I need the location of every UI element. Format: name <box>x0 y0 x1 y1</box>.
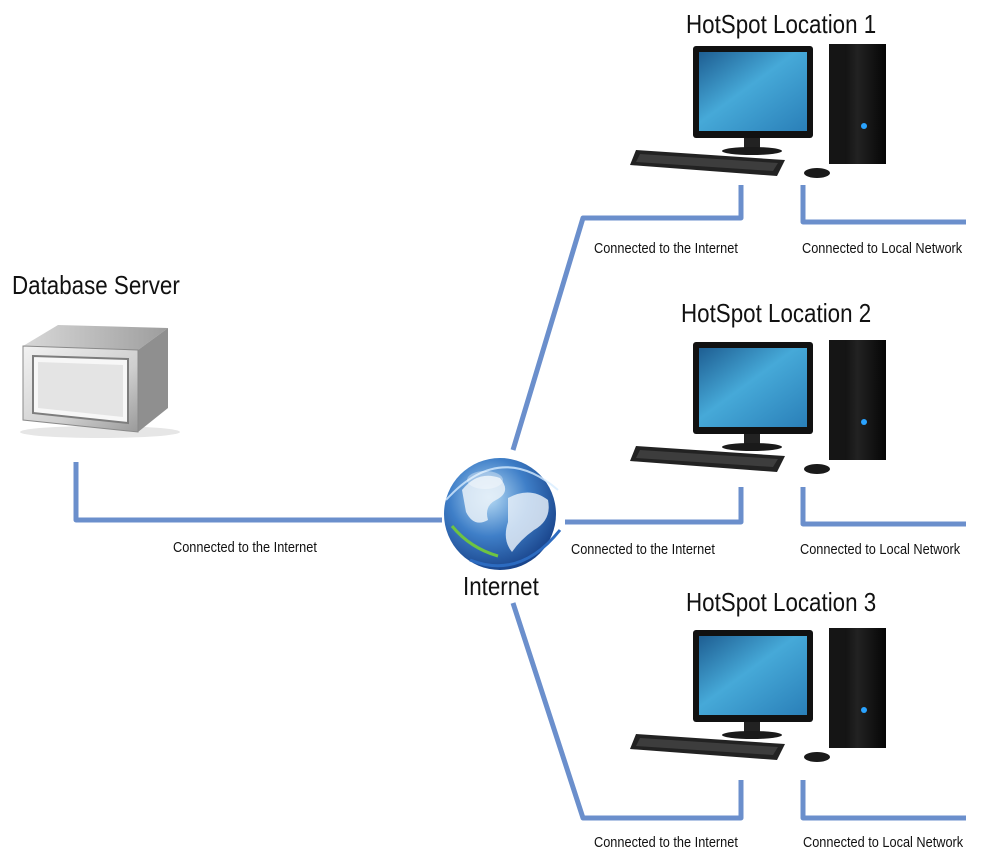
hotspot-2-internet-label: Connected to the Internet <box>571 541 715 558</box>
hotspot-3-internet-label: Connected to the Internet <box>594 834 738 851</box>
hotspot-3-title: HotSpot Location 3 <box>686 587 877 617</box>
hotspot-3-local-line <box>800 780 966 821</box>
server-link-label: Connected to the Internet <box>173 539 317 556</box>
server-link-line <box>73 462 442 523</box>
database-server-title: Database Server <box>12 270 180 300</box>
connection-lines <box>73 185 966 821</box>
hotspot-2-local-label: Connected to Local Network <box>800 541 961 558</box>
globe-icon <box>444 458 562 570</box>
internet-label: Internet <box>463 571 539 601</box>
hotspot-2-title: HotSpot Location 2 <box>681 298 872 328</box>
hotspot-3-computer-icon <box>630 628 886 762</box>
hotspot-1-internet-label: Connected to the Internet <box>594 240 738 257</box>
database-server-icon <box>20 325 180 438</box>
hotspot-3-link-line <box>510 602 744 821</box>
hotspot-2-link-line <box>565 487 744 525</box>
hotspot-1-title: HotSpot Location 1 <box>686 9 877 39</box>
hotspot-1-local-label: Connected to Local Network <box>802 240 963 257</box>
hotspot-2-computer-icon <box>630 340 886 474</box>
hotspot-1-computer-icon <box>630 44 886 178</box>
hotspot-2-local-line <box>800 487 966 527</box>
hotspot-1-link-line <box>510 185 744 451</box>
hotspot-3-local-label: Connected to Local Network <box>803 834 964 851</box>
hotspot-1-local-line <box>800 185 966 225</box>
